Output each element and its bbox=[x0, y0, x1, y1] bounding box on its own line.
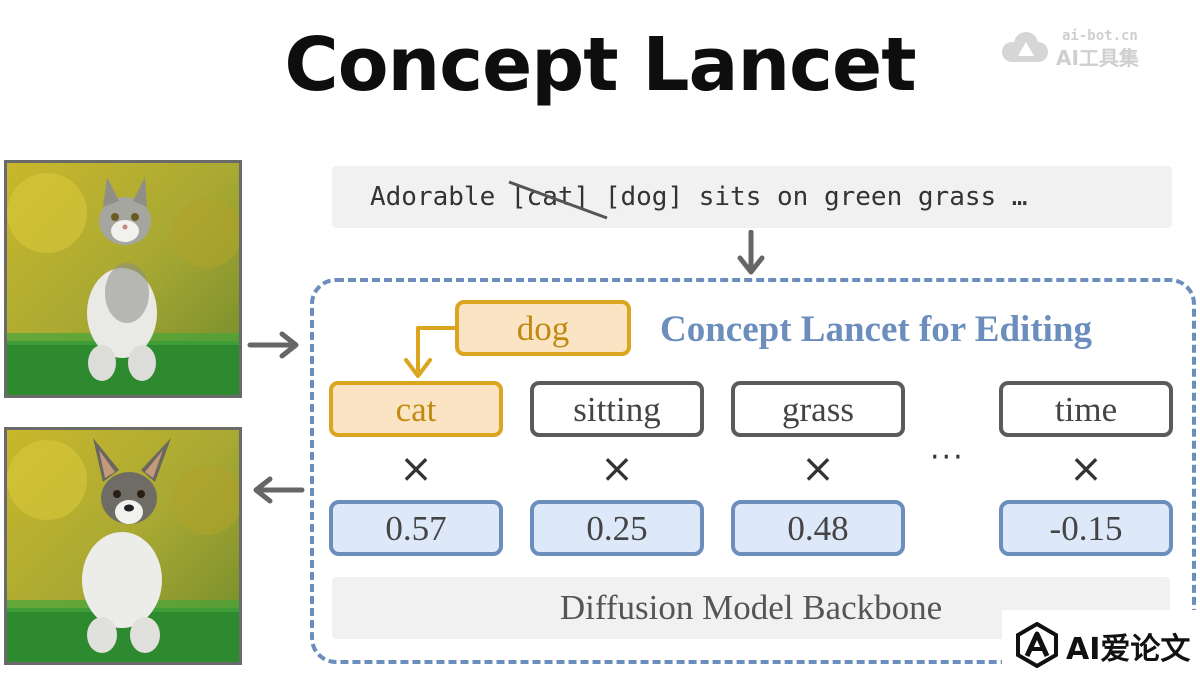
arrow-right-icon bbox=[247, 331, 299, 359]
page-title: Concept Lancet bbox=[284, 22, 916, 108]
watermark-name: AI工具集 bbox=[1056, 46, 1139, 70]
footer-logo: AI爱论文 bbox=[1002, 610, 1200, 675]
panel-subtitle: Concept Lancet for Editing bbox=[660, 309, 1093, 350]
multiply-sign: × bbox=[1069, 446, 1103, 492]
prompt-before: Adorable bbox=[370, 182, 511, 212]
arrow-left-icon bbox=[253, 476, 305, 504]
concept-weight-time: -0.15 bbox=[999, 500, 1173, 556]
diffusion-backbone-bar: Diffusion Model Backbone bbox=[332, 577, 1170, 639]
editing-panel-frame bbox=[310, 278, 1196, 664]
watermark: ai-bot.cn AI工具集 bbox=[996, 28, 1166, 70]
arrow-down-icon bbox=[737, 230, 765, 275]
prompt-text: Adorable [cat] [dog] sits on green grass… bbox=[332, 166, 1172, 228]
output-image bbox=[4, 427, 242, 665]
concept-token-cat: cat bbox=[329, 381, 503, 437]
puppy-on-grass-photo bbox=[7, 430, 239, 662]
concept-token-time: time bbox=[999, 381, 1173, 437]
footer-logo-text: AI爱论文 bbox=[1066, 632, 1191, 667]
input-image bbox=[4, 160, 242, 398]
watermark-domain: ai-bot.cn bbox=[1062, 28, 1138, 44]
multiply-sign: × bbox=[399, 446, 433, 492]
replace-arrow-icon bbox=[404, 326, 458, 378]
prompt-after: [dog] sits on green grass … bbox=[589, 182, 1028, 212]
replacement-token-dog: dog bbox=[455, 300, 631, 356]
concept-weight-cat: 0.57 bbox=[329, 500, 503, 556]
strike-mark-icon bbox=[508, 180, 608, 220]
prompt-struck-token: [cat] bbox=[508, 166, 608, 228]
multiply-sign: × bbox=[801, 446, 835, 492]
concept-token-sitting: sitting bbox=[530, 381, 704, 437]
concept-weight-grass: 0.48 bbox=[731, 500, 905, 556]
kitten-on-grass-photo bbox=[7, 163, 239, 395]
multiply-sign: × bbox=[600, 446, 634, 492]
ellipsis: ··· bbox=[930, 440, 965, 475]
cloud-logo-icon bbox=[1002, 32, 1048, 62]
concept-weight-sitting: 0.25 bbox=[530, 500, 704, 556]
a-hexagon-logo-icon bbox=[1016, 622, 1058, 668]
concept-token-grass: grass bbox=[731, 381, 905, 437]
